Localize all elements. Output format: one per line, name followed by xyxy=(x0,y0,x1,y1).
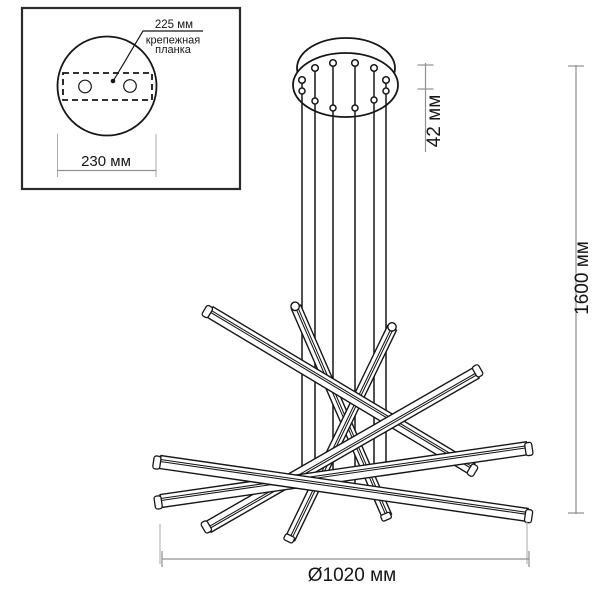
dim-overall-height: 1600 мм xyxy=(568,65,593,514)
overall-height-label: 1600 мм xyxy=(572,241,593,315)
cord-grip xyxy=(297,75,307,85)
bar-end-cap xyxy=(153,495,163,510)
canopy-bottom-face xyxy=(292,52,399,118)
canopy-height-label: 42 мм xyxy=(424,95,445,148)
cord-bead xyxy=(351,104,359,112)
bar-end-cap xyxy=(523,508,534,524)
bar-end-knob xyxy=(387,321,397,332)
bar-end-cap xyxy=(152,455,162,470)
mounting-bracket-dashed-outline xyxy=(62,72,153,101)
bar-end-cap xyxy=(380,511,392,522)
leader-line xyxy=(112,30,203,81)
bracket-span-label: 225 мм xyxy=(155,19,193,31)
cord-grip xyxy=(381,75,391,85)
cord-bead xyxy=(311,97,319,105)
cord-grip xyxy=(369,63,379,73)
mounting-detail-inset: 225 мм крепежная планка 230 мм xyxy=(20,6,242,191)
bracket-name-line2: планка xyxy=(155,44,192,56)
bracket-hole-left xyxy=(78,79,92,94)
dimension-annotations: 42 мм 1600 мм Ø1020 мм xyxy=(159,63,593,586)
bracket-name-line1: крепежная xyxy=(146,35,201,47)
cord-grip xyxy=(310,63,320,73)
bar-end-cap xyxy=(200,520,213,534)
cord-grip xyxy=(328,58,338,68)
cord-bead xyxy=(382,87,390,95)
fixture-diameter-label: Ø1020 мм xyxy=(308,565,396,586)
dim-fixture-diameter: Ø1020 мм xyxy=(159,522,530,586)
led-bar-1 xyxy=(201,304,479,477)
bracket-hole-right xyxy=(123,79,137,93)
bar-end-cap xyxy=(524,441,534,457)
bar-end-cap xyxy=(471,364,484,378)
bar-end-knob xyxy=(290,301,301,312)
inset-frame xyxy=(20,6,242,191)
cord-bead xyxy=(370,96,378,104)
dim-canopy-height: 42 мм xyxy=(417,63,445,152)
cord-bead xyxy=(329,104,337,112)
cord-grip xyxy=(350,58,360,68)
led-bar-6 xyxy=(152,454,534,524)
ceiling-canopy xyxy=(292,37,399,118)
suspension-wires xyxy=(297,58,391,490)
plate-diameter-label: 230 мм xyxy=(81,153,131,170)
cord-bead xyxy=(298,87,306,95)
bar-end-cap xyxy=(201,304,214,319)
bar-end-cap xyxy=(283,533,296,544)
led-bar-5 xyxy=(153,441,534,510)
ceiling-plate-circle xyxy=(56,35,158,137)
led-bars xyxy=(152,301,534,544)
bar-end-cap xyxy=(466,463,479,477)
